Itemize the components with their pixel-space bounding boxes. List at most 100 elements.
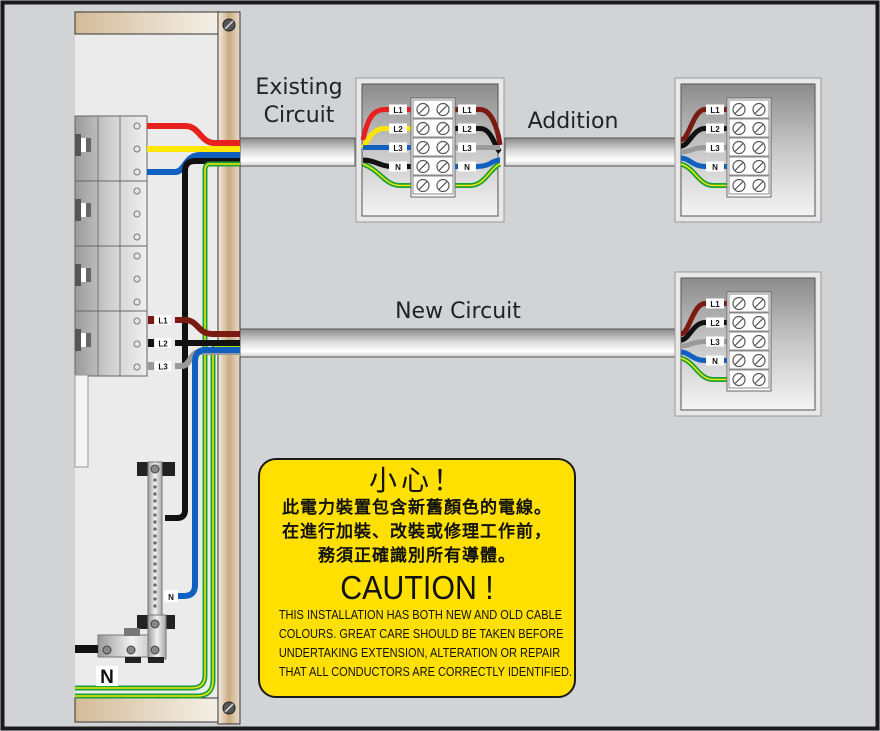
earth-cables <box>75 161 240 699</box>
breaker-terminal-icon <box>133 275 141 283</box>
terminal-screw-icon <box>732 121 746 136</box>
bar-hole <box>153 478 157 482</box>
wire-tag: L3 <box>158 363 168 372</box>
consumer-unit-bottom-frame <box>74 697 221 723</box>
caution-en-line: UNDERTAKING EXTENSION, ALTERATION OR REP… <box>278 646 561 660</box>
terminal-screw-icon <box>436 159 450 174</box>
bar-hole <box>153 604 157 608</box>
wire-tag: L2 <box>158 340 168 349</box>
breaker-terminal-icon <box>133 317 141 325</box>
caution-en-title: CAUTION ! <box>340 569 494 606</box>
circuit-breaker <box>74 180 148 247</box>
wire-tag: L1 <box>393 106 403 115</box>
bar-hole <box>153 506 157 510</box>
terminal-screw-icon <box>752 140 766 155</box>
wire-tag-bg <box>389 104 407 115</box>
breaker-terminal-icon <box>133 187 141 195</box>
wire-tag: L3 <box>393 144 403 153</box>
terminal-screw-icon <box>752 315 766 330</box>
wire-tag: L3 <box>462 144 472 153</box>
wire-tag-bg <box>706 142 724 153</box>
wire-tag: L1 <box>710 300 720 309</box>
circuit-breaker <box>74 310 148 377</box>
wire-tag-bg <box>458 123 476 134</box>
conductor-wire <box>455 107 503 146</box>
conductor-wire <box>680 126 727 149</box>
conductor-wire <box>680 339 727 349</box>
wire-tag-bg <box>155 315 171 325</box>
neutral-bar <box>75 461 175 663</box>
wire-tag-bg <box>706 317 724 328</box>
breaker-terminal-icon <box>133 122 141 130</box>
caution-cn-title: 小心！ <box>368 464 465 497</box>
panel-strip <box>74 374 89 468</box>
bar-hole <box>153 527 157 531</box>
wire-tag: N <box>712 163 718 172</box>
wire-tag-bg <box>706 104 724 115</box>
bar-hole <box>153 583 157 587</box>
caution-en-line: THAT ALL CONDUCTORS ARE CORRECTLY IDENTI… <box>278 665 573 679</box>
wire-tag-bg <box>389 123 407 134</box>
terminal-screw-icon <box>436 102 450 117</box>
wire-tag: L1 <box>462 106 472 115</box>
label-existing-line2: Circuit <box>264 103 335 128</box>
bar-hole <box>153 590 157 594</box>
breaker-terminal-icon <box>133 298 141 306</box>
terminal-screw-icon <box>416 159 430 174</box>
conductor-wire <box>680 320 727 343</box>
bar-hole <box>153 485 157 489</box>
terminal-screw-icon <box>436 140 450 155</box>
neutral-tail-tag-bg <box>164 590 178 602</box>
caution-sign: 小心！ 此電力裝置包含新舊顏色的電線。 在進行加裝、改裝或修理工作前， 務須正確… <box>258 458 576 698</box>
bar-hole <box>153 576 157 580</box>
wire-tag-bg <box>706 336 724 347</box>
breaker-stack <box>74 115 148 377</box>
wire-tag: L2 <box>462 125 472 134</box>
wire-tag: L1 <box>710 106 720 115</box>
wire-tag: N <box>395 163 401 172</box>
conduit-addition <box>504 137 676 167</box>
caution-en-line: COLOURS. GREAT CARE SHOULD BE TAKEN BEFO… <box>278 627 564 641</box>
conductor-wire <box>455 126 502 154</box>
terminal-screw-icon <box>752 121 766 136</box>
breaker-toggle-icon <box>75 264 81 286</box>
terminal-screw-icon <box>732 315 746 330</box>
wire-tag-bg <box>706 298 724 309</box>
terminal-screw-icon <box>732 140 746 155</box>
terminal-screw-icon <box>752 102 766 117</box>
bar-hole <box>153 541 157 545</box>
wire-tag: N <box>712 357 718 366</box>
wire-tag-bg <box>389 142 407 153</box>
bar-hole <box>153 499 157 503</box>
conductor-wire <box>679 301 727 337</box>
breaker-toggle-icon <box>75 199 81 221</box>
wire-tag-bg <box>458 161 476 172</box>
wire-tag: L2 <box>393 125 403 134</box>
conductor-wire <box>360 126 411 150</box>
terminal-screw-icon <box>732 353 746 368</box>
terminal-screw-icon <box>732 102 746 117</box>
conductor-wire <box>680 349 727 363</box>
wire-tag-bg <box>706 161 724 172</box>
conduit-existing-circuit <box>239 137 356 167</box>
breaker-terminal-icon <box>133 210 141 218</box>
terminal-screw-icon <box>416 102 430 117</box>
consumer-unit-top-frame <box>74 11 221 35</box>
wire-tag: L2 <box>710 319 720 328</box>
breaker-terminal-icon <box>133 340 141 348</box>
terminal-screw-icon <box>416 121 430 136</box>
breaker-terminal-icon <box>133 252 141 260</box>
terminal-screw-icon <box>752 353 766 368</box>
wire-tag-bg <box>706 123 724 134</box>
bar-hole <box>153 548 157 552</box>
bar-hole <box>153 520 157 524</box>
breaker-terminal-icon <box>133 363 141 371</box>
bar-hole <box>153 555 157 559</box>
label-new-circuit: New Circuit <box>395 299 521 324</box>
neutral-bar-label-bg <box>96 666 118 686</box>
